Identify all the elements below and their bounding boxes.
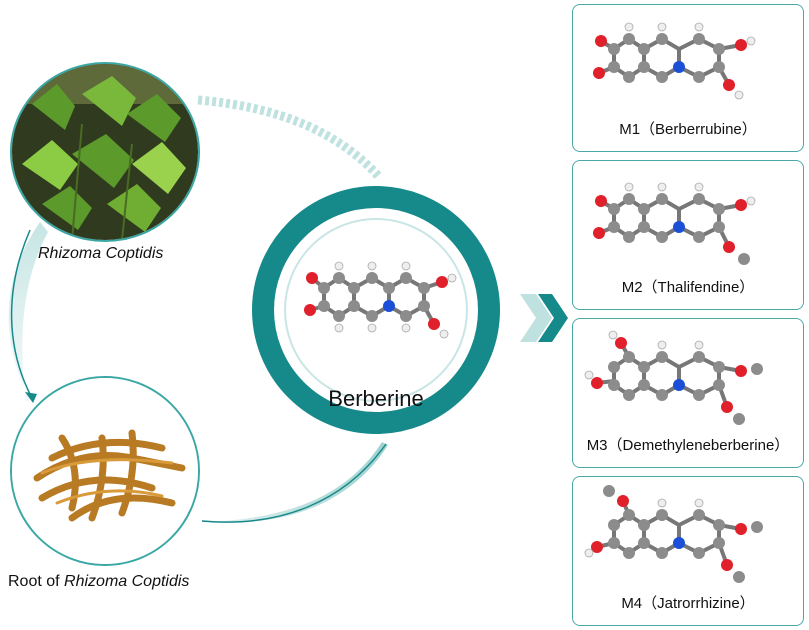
arrow-head — [25, 392, 37, 403]
berberine-ring: Berberine — [252, 186, 500, 434]
root-to-center-band — [202, 442, 388, 523]
root-photo — [10, 376, 200, 566]
plant-to-root-band — [8, 222, 48, 402]
m3-molecule — [584, 330, 763, 425]
root-caption: Root of Rhizoma Coptidis — [8, 573, 189, 591]
m4-label: M4（Jatrorrhizine） — [621, 595, 755, 612]
m3-label: M3（Demethyleneberberine） — [586, 437, 790, 454]
root-caption-name: Rhizoma Coptidis — [64, 573, 190, 590]
m1-label: M1（Berberrubine） — [619, 121, 757, 138]
metabolite-card-m1: M1（Berberrubine） — [572, 4, 804, 152]
root-caption-prefix: Root of — [8, 573, 65, 590]
m1-molecule — [593, 22, 756, 100]
metabolite-card-m2: M2（Thalifendine） — [572, 160, 804, 310]
dotted-arc — [197, 95, 384, 181]
metabolite-card-m4: M4（Jatrorrhizine） — [572, 476, 804, 626]
chevron-arrows-icon — [520, 294, 568, 342]
plant-to-root-arrow-line — [10, 229, 34, 401]
m4-molecule — [584, 485, 763, 583]
berberine-molecule — [304, 261, 457, 339]
plant-photo — [10, 62, 200, 242]
metabolite-card-m3: M3（Demethyleneberberine） — [572, 318, 804, 468]
center-title: Berberine — [328, 386, 424, 411]
m2-label: M2（Thalifendine） — [621, 279, 755, 296]
plant-caption: Rhizoma Coptidis — [38, 245, 163, 263]
m2-molecule — [593, 182, 756, 265]
plant-name: Rhizoma Coptidis — [38, 245, 164, 262]
ring-inner-line — [284, 218, 468, 402]
